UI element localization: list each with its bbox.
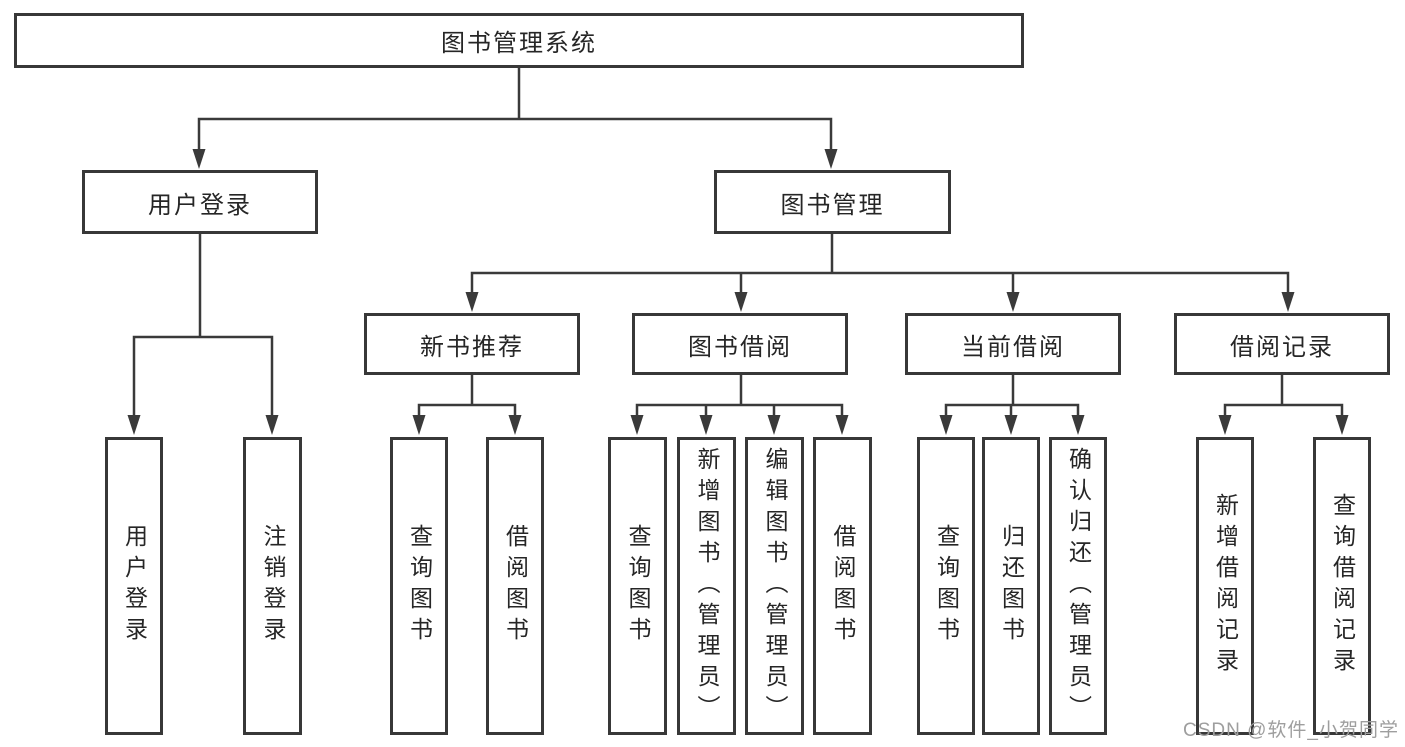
leaf-query-books-current: 查询图书 — [917, 437, 975, 735]
arrowhead-down-icon — [734, 292, 748, 312]
leaf-query-books-borrow: 查询图书 — [608, 437, 667, 735]
node-label: 新增图书（管理员） — [694, 446, 720, 726]
node-label: 借阅图书 — [830, 524, 856, 648]
node-label: 用户登录 — [148, 191, 252, 219]
node-label: 注销登录 — [260, 524, 286, 648]
arrowhead-down-icon — [1006, 292, 1020, 312]
node-label: 查询借阅记录 — [1329, 493, 1356, 679]
connector — [197, 117, 833, 154]
arrowhead-down-icon — [465, 292, 479, 312]
leaf-add-book-admin: 新增图书（管理员） — [677, 437, 736, 735]
leaf-add-borrow-record: 新增借阅记录 — [1196, 437, 1254, 735]
arrowhead-down-icon — [835, 415, 849, 435]
arrowhead-down-icon — [127, 415, 141, 435]
leaf-borrow-books: 借阅图书 — [813, 437, 872, 735]
arrowhead-down-icon — [630, 415, 644, 435]
leaf-query-borrow-record: 查询借阅记录 — [1313, 437, 1371, 735]
arrowhead-down-icon — [1004, 415, 1018, 435]
node-user-login: 用户登录 — [82, 170, 318, 234]
node-label: 借阅记录 — [1230, 333, 1334, 361]
node-label: 确认归还（管理员） — [1065, 446, 1092, 726]
connector — [635, 403, 844, 420]
node-new-book-recommend: 新书推荐 — [364, 313, 580, 375]
node-book-management: 图书管理 — [714, 170, 951, 234]
arrowhead-down-icon — [939, 415, 953, 435]
arrowhead-down-icon — [412, 415, 426, 435]
arrowhead-down-icon — [1218, 415, 1232, 435]
node-label: 查询图书 — [406, 524, 433, 648]
leaf-edit-book-admin: 编辑图书（管理员） — [745, 437, 804, 735]
connector — [1223, 403, 1344, 420]
node-label: 新书推荐 — [420, 333, 524, 361]
node-label: 查询图书 — [625, 524, 651, 648]
node-label: 借阅图书 — [502, 524, 529, 648]
leaf-return-book: 归还图书 — [982, 437, 1040, 735]
arrowhead-down-icon — [1335, 415, 1349, 435]
node-label: 用户登录 — [121, 524, 148, 648]
leaf-logout: 注销登录 — [243, 437, 302, 735]
node-label: 当前借阅 — [961, 333, 1065, 361]
arrowhead-down-icon — [824, 149, 838, 169]
node-current-borrow: 当前借阅 — [905, 313, 1121, 375]
node-label: 图书借阅 — [688, 333, 792, 361]
node-label: 归还图书 — [998, 524, 1025, 648]
arrowhead-down-icon — [265, 415, 279, 435]
leaf-query-books-recommend: 查询图书 — [390, 437, 448, 735]
node-root: 图书管理系统 — [14, 13, 1024, 68]
node-label: 图书管理系统 — [441, 30, 597, 57]
connector — [470, 271, 1290, 297]
leaf-user-login: 用户登录 — [105, 437, 163, 735]
node-label: 图书管理 — [780, 191, 885, 219]
node-book-borrow: 图书借阅 — [632, 313, 848, 375]
arrowhead-down-icon — [767, 415, 781, 435]
connector — [132, 335, 274, 420]
arrowhead-down-icon — [192, 149, 206, 169]
arrowhead-down-icon — [699, 415, 713, 435]
arrowhead-down-icon — [1071, 415, 1085, 435]
leaf-borrow-books-recommend: 借阅图书 — [486, 437, 544, 735]
arrowhead-down-icon — [1281, 292, 1295, 312]
node-label: 编辑图书（管理员） — [762, 446, 788, 726]
node-label: 查询图书 — [933, 524, 960, 648]
csdn-watermark: CSDN @软件_小贺同学 — [1183, 720, 1399, 741]
arrowhead-down-icon — [508, 415, 522, 435]
node-label: 新增借阅记录 — [1212, 493, 1239, 679]
node-borrow-records: 借阅记录 — [1174, 313, 1390, 375]
connector — [417, 403, 517, 420]
leaf-confirm-return-admin: 确认归还（管理员） — [1049, 437, 1107, 735]
